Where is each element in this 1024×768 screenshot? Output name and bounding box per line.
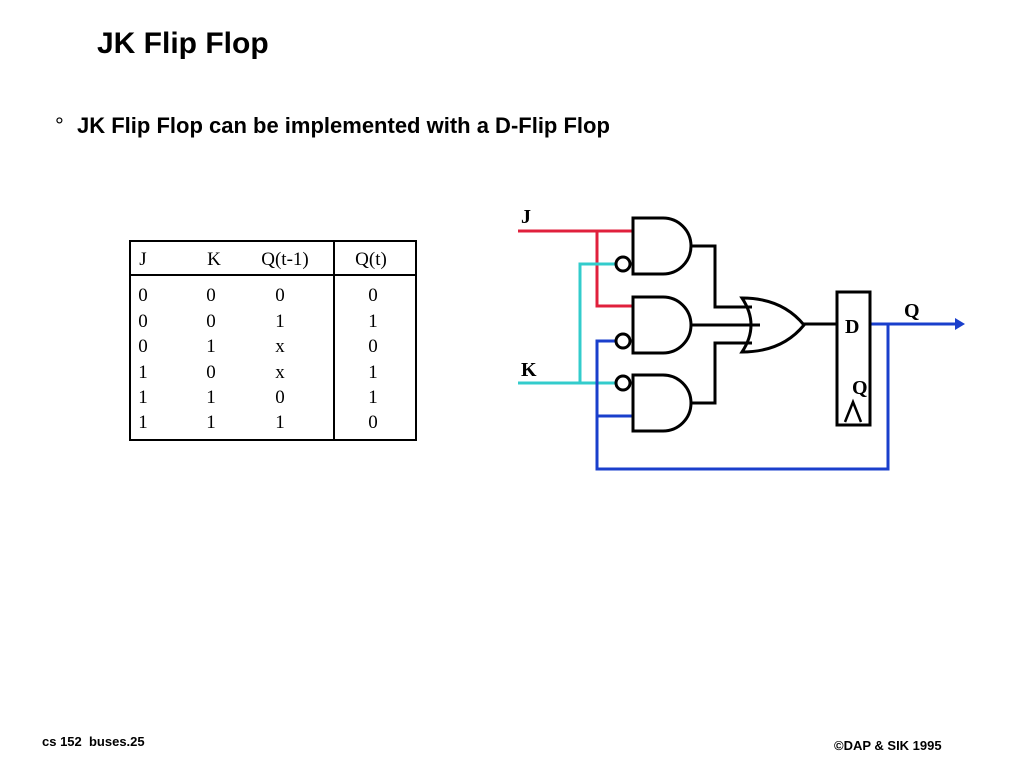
table-output-divider (333, 242, 335, 439)
table-header-k: K (207, 249, 221, 270)
slide-title: JK Flip Flop (97, 27, 269, 60)
q-feedback-wire (595, 322, 955, 471)
table-cell: 1 (368, 311, 378, 332)
table-cell: 1 (138, 362, 148, 383)
footer-copyright: ©DAP & SIK 1995 (834, 738, 942, 753)
or-gate (739, 296, 806, 354)
and-gate-top (631, 216, 693, 276)
truth-table: J K Q(t-1) Q(t) 0 0 0 0 0 0 1 1 0 1 x 0 … (129, 240, 417, 441)
gate-wiring (691, 244, 837, 405)
table-cell: 0 (368, 412, 378, 433)
table-cell: 0 (368, 336, 378, 357)
q-output-label: Q (904, 300, 920, 322)
table-cell: 1 (206, 387, 216, 408)
j-wire-branch (595, 231, 633, 308)
table-header-divider (131, 274, 415, 276)
q-output-arrow-icon (955, 318, 965, 330)
table-cell: 0 (206, 311, 216, 332)
k-wire (518, 262, 616, 385)
table-cell: 0 (368, 285, 378, 306)
wire-and-top-to-or (691, 244, 752, 309)
table-header-qt-1: Q(t-1) (261, 249, 309, 270)
bullet-text: JK Flip Flop can be implemented with a D… (77, 113, 610, 138)
and-gate-middle (631, 295, 693, 355)
inverter-bubble-icon (614, 374, 632, 392)
bullet-point: ° JK Flip Flop can be implemented with a … (55, 112, 610, 140)
bullet-marker: ° (55, 113, 64, 138)
table-header-qt: Q(t) (355, 249, 387, 270)
and-gate-bottom (631, 373, 693, 433)
table-cell: 0 (206, 362, 216, 383)
inverter-bubble-icon (614, 255, 632, 273)
table-cell: 1 (206, 336, 216, 357)
k-input-label: K (521, 359, 537, 381)
table-header-j: J (139, 249, 147, 270)
table-cell: 1 (138, 387, 148, 408)
inverter-bubble-icon (614, 332, 632, 350)
table-cell: 1 (275, 311, 285, 332)
table-cell: 0 (138, 311, 148, 332)
table-cell: 0 (138, 285, 148, 306)
k-wire-branch (578, 262, 616, 383)
clock-triangle-icon (843, 398, 863, 423)
table-cell: 1 (138, 412, 148, 433)
table-cell: 0 (138, 336, 148, 357)
table-cell: 1 (206, 412, 216, 433)
footer-course-label: cs 152 buses.25 (42, 734, 145, 749)
j-input-label: J (521, 206, 531, 228)
table-cell: x (275, 362, 285, 383)
table-cell: 1 (368, 387, 378, 408)
q-flipflop-label: Q (852, 377, 868, 399)
table-cell: x (275, 336, 285, 357)
table-cell: 0 (275, 285, 285, 306)
d-input-label: D (845, 316, 859, 338)
and-gates (614, 216, 693, 433)
table-cell: 1 (275, 412, 285, 433)
q-feedback-loop (595, 324, 890, 471)
table-cell: 0 (275, 387, 285, 408)
table-cell: 1 (368, 362, 378, 383)
table-cell: 0 (206, 285, 216, 306)
wire-and-bottom-to-or (691, 341, 752, 405)
j-wire (518, 229, 633, 308)
